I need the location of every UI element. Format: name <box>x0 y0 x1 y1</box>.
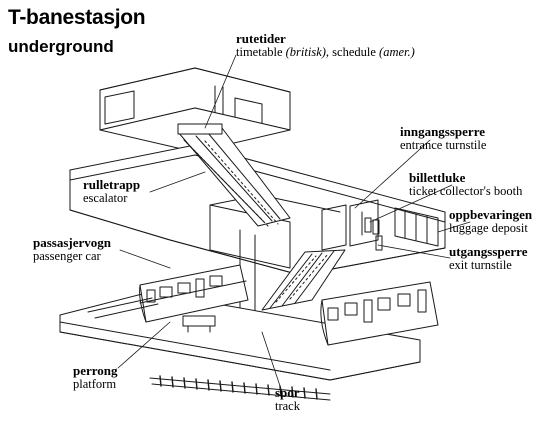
label-inngangssperre: inngangssperre entrance turnstile <box>400 124 487 153</box>
label-oppbevaringen-no: oppbevaringen <box>449 207 533 222</box>
label-oppbevaringen: oppbevaringen luggage deposit <box>449 207 533 236</box>
label-passasjervogn-no: passasjervogn <box>33 235 112 250</box>
label-rulletrapp-no: rulletrapp <box>83 177 141 192</box>
label-utgangssperre-en: exit turnstile <box>449 258 512 273</box>
label-passasjervogn-en: passenger car <box>33 249 101 264</box>
leader-lines <box>117 54 471 393</box>
label-rulletrapp-en: escalator <box>83 191 128 206</box>
label-billettluke: billettluke ticket collector's booth <box>409 170 523 199</box>
label-perrong: perrong platform <box>73 363 118 392</box>
label-inngangssperre-en: entrance turnstile <box>400 138 487 153</box>
page-title: T-banestasjon <box>8 6 146 29</box>
label-utgangssperre: utgangssperre exit turnstile <box>449 244 528 273</box>
label-rutetider-no: rutetider <box>236 31 286 46</box>
label-perrong-en: platform <box>73 377 117 392</box>
label-utgangssperre-no: utgangssperre <box>449 244 528 259</box>
label-spor-en: track <box>275 399 300 414</box>
label-spor-no: spor <box>275 385 300 400</box>
track-rails <box>87 297 331 401</box>
label-passasjervogn: passasjervogn passenger car <box>33 235 112 264</box>
label-spor: spor track <box>275 385 300 414</box>
label-rutetider-en: timetable (britisk), schedule (amer.) <box>236 45 415 60</box>
upper-escalator <box>177 123 291 227</box>
page-subtitle: underground <box>8 37 114 56</box>
label-billettluke-en: ticket collector's booth <box>409 184 523 199</box>
label-billettluke-no: billettluke <box>409 170 466 185</box>
label-rutetider: rutetider timetable (britisk), schedule … <box>236 31 415 60</box>
label-rulletrapp: rulletrapp escalator <box>83 177 141 206</box>
right-train <box>320 281 439 346</box>
label-perrong-no: perrong <box>73 363 118 378</box>
left-train <box>139 264 249 323</box>
label-oppbevaringen-en: luggage deposit <box>449 221 528 236</box>
label-inngangssperre-no: inngangssperre <box>400 124 485 139</box>
